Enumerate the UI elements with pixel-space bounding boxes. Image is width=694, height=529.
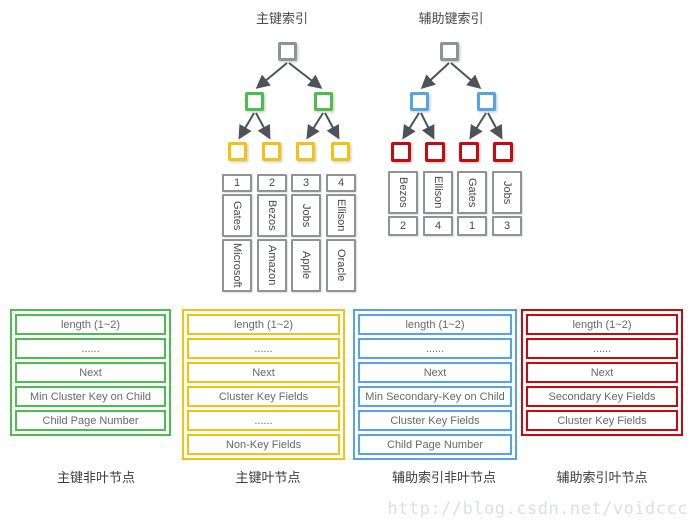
field-table-primary-leaf: length (1~2) ...... Next Cluster Key Fie… [182, 309, 345, 460]
secondary-branch-node [410, 92, 429, 111]
record-cell-name: Ellison [423, 171, 453, 214]
field-row: length (1~2) [15, 314, 166, 335]
caption-secondary-leaf: 辅助索引叶节点 [556, 470, 648, 485]
field-row: Secondary Key Fields [526, 386, 678, 407]
primary-record-column: 4 Ellison Oracle [326, 174, 356, 292]
field-row: ...... [358, 338, 512, 359]
secondary-index-title: 辅助键索引 [418, 11, 484, 26]
field-row: Next [526, 362, 678, 383]
field-row: Next [358, 362, 512, 383]
record-cell-id: 2 [257, 174, 287, 192]
record-cell-name: Bezos [388, 171, 418, 214]
record-cell-id: 1 [222, 174, 252, 192]
field-table-secondary-nonleaf: length (1~2) ...... Next Min Secondary-K… [353, 309, 517, 460]
primary-leaf-node [296, 142, 315, 161]
field-row: length (1~2) [526, 314, 678, 335]
secondary-record-column: Bezos 2 [388, 171, 418, 236]
field-row: Next [15, 362, 166, 383]
caption-primary-nonleaf: 主键非叶节点 [56, 470, 136, 485]
primary-leaf-node [262, 142, 281, 161]
secondary-leaf-node [391, 142, 411, 162]
field-table-primary-nonleaf: length (1~2) ...... Next Min Cluster Key… [10, 309, 171, 436]
secondary-record-column: Gates 1 [457, 171, 487, 236]
field-row: Cluster Key Fields [526, 410, 678, 431]
record-cell-id: 3 [291, 174, 321, 192]
primary-leaf-node [331, 142, 350, 161]
secondary-leaf-node [459, 142, 479, 162]
record-cell-id: 4 [326, 174, 356, 192]
record-cell-name: Gates [457, 171, 487, 214]
field-row: Cluster Key Fields [358, 410, 512, 431]
record-cell-company: Microsoft [222, 239, 252, 292]
watermark-url: http://blog.csdn.net/voidccc [387, 499, 688, 519]
field-row: ...... [526, 338, 678, 359]
field-table-secondary-leaf: length (1~2) ...... Next Secondary Key F… [521, 309, 683, 436]
field-row: length (1~2) [358, 314, 512, 335]
field-row: Next [187, 362, 340, 383]
record-cell-name: Jobs [492, 171, 522, 214]
primary-root-node [278, 42, 297, 61]
secondary-record-column: Ellison 4 [423, 171, 453, 236]
record-cell-id: 2 [388, 216, 418, 236]
field-row: Non-Key Fields [187, 434, 340, 455]
primary-record-column: 3 Jobs Apple [291, 174, 321, 292]
field-row: ...... [15, 338, 166, 359]
record-cell-name: Ellison [326, 194, 356, 237]
field-row: Min Cluster Key on Child [15, 386, 166, 407]
secondary-root-node [440, 42, 459, 61]
record-cell-id: 1 [457, 216, 487, 236]
field-row: length (1~2) [187, 314, 340, 335]
record-cell-name: Gates [222, 194, 252, 237]
secondary-branch-node [477, 92, 496, 111]
secondary-leaf-node [425, 142, 445, 162]
record-cell-id: 4 [423, 216, 453, 236]
field-row: Child Page Number [358, 434, 512, 455]
secondary-leaf-node [493, 142, 513, 162]
primary-record-column: 2 Bezos Amazon [257, 174, 287, 292]
primary-branch-node [245, 92, 264, 111]
record-cell-company: Apple [291, 239, 321, 292]
record-cell-company: Amazon [257, 239, 287, 292]
caption-secondary-nonleaf: 辅助索引非叶节点 [391, 470, 497, 485]
secondary-record-column: Jobs 3 [492, 171, 522, 236]
record-cell-company: Oracle [326, 239, 356, 292]
field-row: Child Page Number [15, 410, 166, 431]
record-cell-id: 3 [492, 216, 522, 236]
field-row: ...... [187, 410, 340, 431]
field-row: ...... [187, 338, 340, 359]
field-row: Min Secondary-Key on Child [358, 386, 512, 407]
primary-record-column: 1 Gates Microsoft [222, 174, 252, 292]
record-cell-name: Bezos [257, 194, 287, 237]
field-row: Cluster Key Fields [187, 386, 340, 407]
primary-index-title: 主键索引 [255, 11, 309, 26]
primary-leaf-node [228, 142, 247, 161]
caption-primary-leaf: 主键叶节点 [235, 470, 301, 485]
primary-branch-node [314, 92, 333, 111]
record-cell-name: Jobs [291, 194, 321, 237]
